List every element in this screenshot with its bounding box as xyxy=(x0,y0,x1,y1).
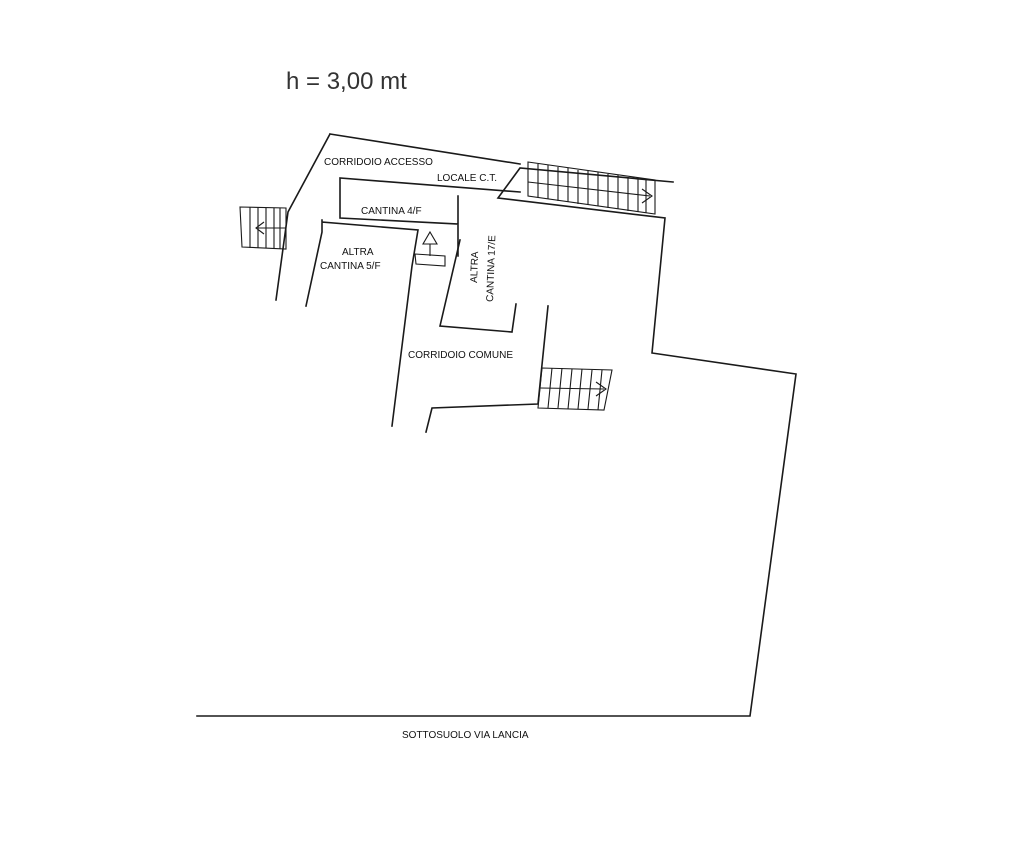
label-corridoio-comune: CORRIDOIO COMUNE xyxy=(408,350,513,361)
corridor-wall xyxy=(425,305,549,433)
label-altra-5f-1: ALTRA xyxy=(342,247,374,258)
door-marker xyxy=(414,230,446,267)
stairs-upper-left xyxy=(239,206,287,250)
label-altra-17e-2: CANTINA 17/E xyxy=(485,235,498,302)
label-street: SOTTOSUOLO VIA LANCIA xyxy=(402,730,529,741)
label-locale-ct: LOCALE C.T. xyxy=(437,173,497,184)
label-corridoio-accesso: CORRIDOIO ACCESSO xyxy=(324,157,433,168)
label-cantina-4f: CANTINA 4/F xyxy=(361,206,422,217)
altra-cantina-17e-wall xyxy=(439,239,517,333)
stairs-top-corridor xyxy=(527,161,656,215)
floor-height-label: h = 3,00 mt xyxy=(286,68,407,95)
altra-cantina-5f-wall xyxy=(305,219,419,427)
label-altra-5f-2: CANTINA 5/F xyxy=(320,261,381,272)
label-altra-17e-1: ALTRA xyxy=(469,251,481,283)
outer-wall xyxy=(196,132,797,717)
stairs-central xyxy=(537,367,613,411)
